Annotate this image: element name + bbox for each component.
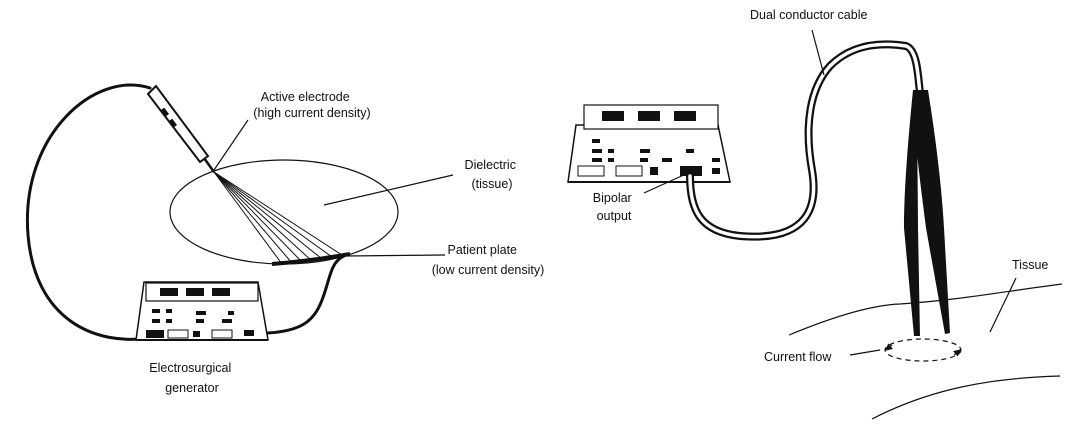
- monopolar-setup: Active electrode (high current density) …: [25, 83, 545, 395]
- dielectric-label: Dielectric (tissue): [465, 158, 520, 191]
- tissue-lower-line: [871, 375, 1061, 420]
- cable-leader: [811, 29, 825, 76]
- dual-conductor-cable-label: Dual conductor cable: [750, 8, 867, 22]
- dielectric-leader: [323, 174, 454, 206]
- active-electrode-label: Active electrode (high current density): [253, 90, 370, 120]
- dielectric-tissue-ellipse: [169, 159, 399, 265]
- active-cable: [25, 83, 152, 341]
- dual-conductor-cable: [686, 40, 924, 241]
- current-fan-lines: [213, 171, 343, 265]
- bipolar-setup: Dual conductor cable Bipolar output Tiss…: [567, 8, 1063, 420]
- tissue-upper-line: [788, 283, 1063, 336]
- bipolar-generator: [567, 104, 731, 183]
- return-cable: [266, 254, 346, 335]
- bipolar-output-leader: [643, 173, 687, 194]
- patient-plate-leader: [345, 254, 446, 257]
- current-flow-ellipse: [884, 338, 962, 362]
- current-flow-label: Current flow: [764, 350, 832, 364]
- active-electrode-handle: [146, 84, 216, 173]
- active-electrode-leader: [213, 119, 249, 171]
- current-flow-leader: [849, 349, 881, 356]
- patient-plate-label: Patient plate (low current density): [432, 243, 545, 277]
- bipolar-output-label: Bipolar output: [593, 191, 635, 223]
- tissue-leader: [989, 277, 1017, 333]
- tissue-label: Tissue: [1012, 258, 1048, 272]
- generator-label: Electrosurgical generator: [149, 361, 234, 395]
- bipolar-forceps: [904, 90, 950, 336]
- electrosurgical-generator: [135, 281, 269, 341]
